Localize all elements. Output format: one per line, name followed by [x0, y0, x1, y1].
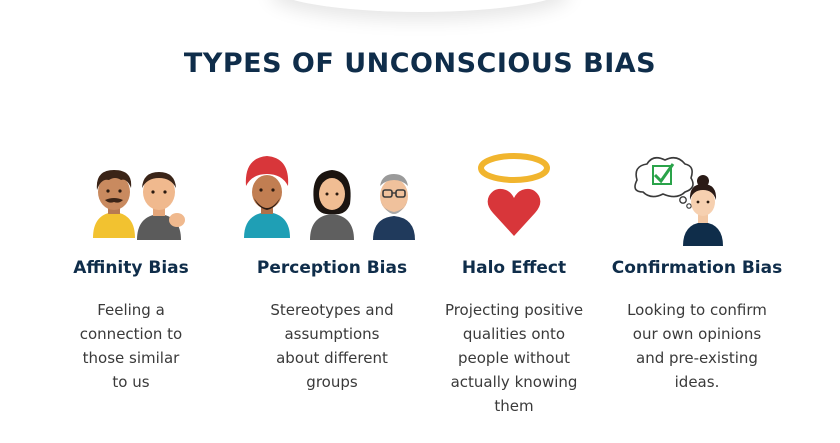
card-line: about different — [276, 349, 388, 367]
card-perception-bias: Perception Bias Stereotypes and assumpti… — [232, 150, 432, 391]
card-line: Looking to confirm — [627, 301, 767, 319]
card-title: Perception Bias — [256, 258, 408, 278]
card-line: assumptions — [284, 325, 380, 343]
two-people-icon — [31, 150, 231, 246]
card-line: connection to — [79, 325, 183, 343]
card-line: groups — [306, 373, 358, 391]
card-line: qualities onto — [462, 325, 566, 343]
three-people-icon — [232, 150, 432, 246]
card-halo-effect: Halo Effect Projecting positive qualitie… — [414, 150, 614, 415]
card-line: Feeling a — [97, 301, 165, 319]
card-line: our own opinions — [632, 325, 762, 343]
card-description: Looking to confirm our own opinions and … — [597, 298, 797, 394]
card-description: Projecting positive qualities onto peopl… — [414, 298, 614, 418]
card-line: people without — [457, 349, 570, 367]
card-line: Stereotypes and — [270, 301, 394, 319]
card-description: Stereotypes and assumptions about differ… — [232, 298, 432, 394]
card-line: actually knowing — [450, 373, 578, 391]
card-line: those similar — [82, 349, 180, 367]
card-confirmation-bias: Confirmation Bias Looking to confirm our… — [597, 150, 797, 391]
card-line: ideas. — [674, 373, 720, 391]
card-description: Feeling a connection to those similar to… — [31, 298, 231, 394]
page-title: TYPES OF UNCONSCIOUS BIAS — [183, 48, 657, 80]
card-line: Projecting positive — [444, 301, 584, 319]
card-line: them — [494, 397, 534, 415]
top-decoration — [270, 0, 570, 12]
card-title: Confirmation Bias — [611, 258, 783, 278]
halo-heart-icon — [414, 150, 614, 246]
card-title: Halo Effect — [461, 258, 567, 278]
card-line: and pre-existing — [636, 349, 758, 367]
card-line: to us — [112, 373, 150, 391]
card-title: Affinity Bias — [73, 258, 189, 278]
thought-check-person-icon — [597, 150, 797, 246]
card-affinity-bias: Affinity Bias Feeling a connection to th… — [31, 150, 231, 391]
